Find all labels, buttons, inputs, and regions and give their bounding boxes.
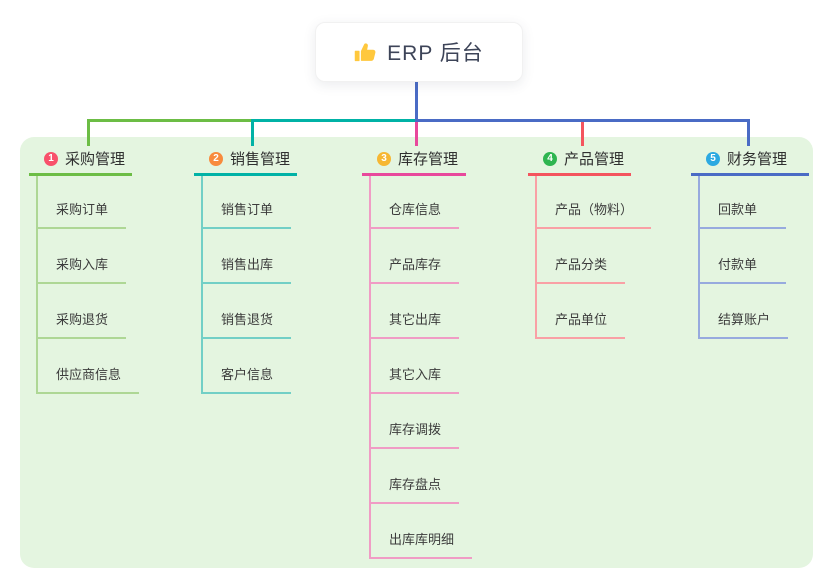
node-sales-order[interactable]: 销售订单 [201, 176, 297, 229]
node-sales-return[interactable]: 销售退货 [201, 284, 297, 339]
connector-drop-finance [747, 122, 750, 146]
mindmap-canvas [20, 137, 813, 568]
node-product-category[interactable]: 产品分类 [535, 229, 651, 284]
node-label: 产品（物料） [535, 199, 652, 229]
node-label: 库存调拨 [369, 419, 460, 449]
root-node-label: ERP 后台 [387, 42, 484, 65]
node-supplier-info[interactable]: 供应商信息 [36, 339, 140, 394]
node-label: 库存盘点 [369, 474, 460, 504]
branch-node-purchase[interactable]: 1 采购管理 [29, 144, 132, 176]
connector-bus-green [87, 119, 253, 122]
node-label: 销售退货 [201, 309, 292, 339]
badge-4: 4 [543, 151, 557, 166]
branch-node-sales[interactable]: 2 销售管理 [194, 144, 297, 176]
node-stock-transfer[interactable]: 库存调拨 [369, 394, 472, 449]
node-label: 结算账户 [698, 309, 789, 339]
node-label: 采购退货 [36, 309, 127, 339]
badge-1: 1 [44, 151, 58, 166]
branch-children: 销售订单 销售出库 销售退货 客户信息 [201, 176, 297, 394]
node-purchase-return[interactable]: 采购退货 [36, 284, 139, 339]
node-customer-info[interactable]: 客户信息 [201, 339, 297, 394]
connector-bus-blue [415, 119, 750, 122]
connector-drop-purchase [87, 122, 90, 146]
node-warehouse-info[interactable]: 仓库信息 [369, 176, 472, 229]
connector-drop-sales [251, 122, 254, 146]
node-product-unit[interactable]: 产品单位 [535, 284, 651, 339]
branch-sales: 2 销售管理 销售订单 销售出库 销售退货 客户信息 [194, 144, 297, 394]
node-other-outbound[interactable]: 其它出库 [369, 284, 472, 339]
node-settlement-account[interactable]: 结算账户 [698, 284, 809, 339]
node-label: 采购入库 [36, 254, 127, 284]
node-label: 付款单 [698, 254, 786, 284]
node-label: 产品库存 [369, 254, 460, 284]
node-purchase-order[interactable]: 采购订单 [36, 176, 139, 229]
node-sales-outbound[interactable]: 销售出库 [201, 229, 297, 284]
thumbs-up-icon [354, 41, 377, 64]
connector-root-line [415, 82, 418, 120]
node-stock-taking[interactable]: 库存盘点 [369, 449, 472, 504]
branch-label: 库存管理 [398, 151, 459, 168]
node-label: 其它出库 [369, 309, 460, 339]
branch-node-inventory[interactable]: 3 库存管理 [362, 144, 466, 176]
node-product-material[interactable]: 产品（物料） [535, 176, 652, 229]
branch-label: 采购管理 [65, 151, 126, 168]
badge-3: 3 [377, 151, 391, 166]
node-label: 产品分类 [535, 254, 626, 284]
node-purchase-inbound[interactable]: 采购入库 [36, 229, 139, 284]
node-payment-bill[interactable]: 付款单 [698, 229, 809, 284]
node-label: 回款单 [698, 199, 786, 229]
branch-children: 采购订单 采购入库 采购退货 供应商信息 [36, 176, 140, 394]
connector-drop-product [581, 122, 584, 146]
branch-children: 产品（物料） 产品分类 产品单位 [535, 176, 652, 339]
branch-label: 财务管理 [727, 151, 788, 168]
node-receipt-bill[interactable]: 回款单 [698, 176, 809, 229]
node-label: 采购订单 [36, 199, 127, 229]
node-label: 销售订单 [201, 199, 292, 229]
connector-drop-inventory [415, 122, 418, 146]
node-other-inbound[interactable]: 其它入库 [369, 339, 472, 394]
branch-product: 4 产品管理 产品（物料） 产品分类 产品单位 [528, 144, 652, 339]
badge-5: 5 [706, 151, 720, 166]
branch-label: 销售管理 [230, 151, 291, 168]
branch-children: 回款单 付款单 结算账户 [698, 176, 809, 339]
node-label: 客户信息 [201, 364, 292, 394]
node-label: 销售出库 [201, 254, 292, 284]
branch-node-product[interactable]: 4 产品管理 [528, 144, 631, 176]
branch-node-finance[interactable]: 5 财务管理 [691, 144, 809, 176]
branch-purchase: 1 采购管理 采购订单 采购入库 采购退货 供应商信息 [29, 144, 140, 394]
node-label: 出库库明细 [369, 529, 473, 559]
node-label: 仓库信息 [369, 199, 460, 229]
node-label: 产品单位 [535, 309, 626, 339]
root-node-erp[interactable]: ERP 后台 [315, 22, 523, 82]
connector-bus-teal [251, 119, 417, 122]
badge-2: 2 [209, 151, 223, 166]
branch-inventory: 3 库存管理 仓库信息 产品库存 其它出库 其它入库 库存调拨 库存盘点 出库库… [362, 144, 473, 559]
branch-finance: 5 财务管理 回款单 付款单 结算账户 [691, 144, 809, 339]
node-label: 供应商信息 [36, 364, 140, 394]
branch-children: 仓库信息 产品库存 其它出库 其它入库 库存调拨 库存盘点 出库库明细 [369, 176, 473, 559]
branch-label: 产品管理 [564, 151, 625, 168]
node-product-stock[interactable]: 产品库存 [369, 229, 472, 284]
node-outbound-detail[interactable]: 出库库明细 [369, 504, 473, 559]
node-label: 其它入库 [369, 364, 460, 394]
